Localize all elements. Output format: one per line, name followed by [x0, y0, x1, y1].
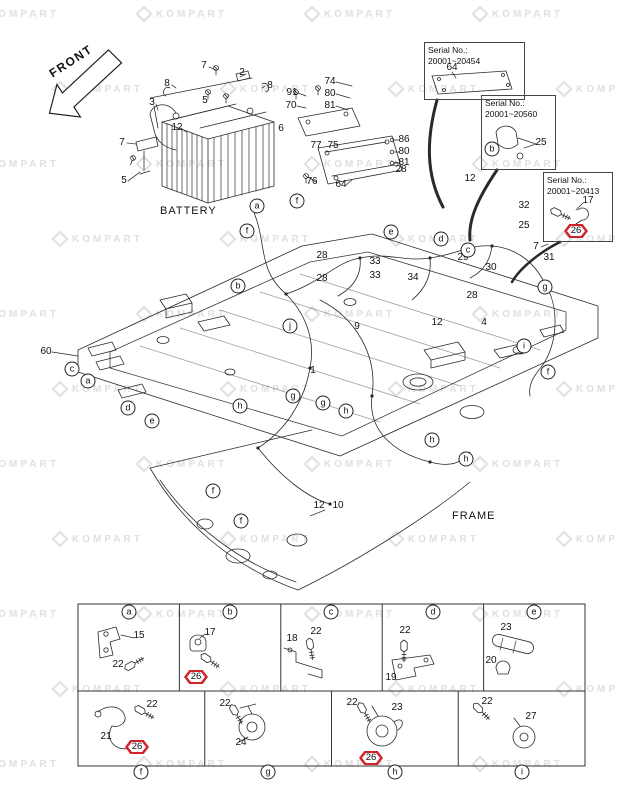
battery-label: BATTERY [160, 205, 217, 217]
battery-drawing [149, 103, 275, 204]
serial-box-2: Serial No.: 20001~20560 [481, 95, 556, 170]
relay-plate-drawing [293, 81, 403, 185]
serial-box-2-range: 20001~20560 [485, 109, 538, 120]
battery-hardware-drawing [127, 65, 270, 175]
serial-box-art [427, 70, 589, 284]
leader-lines [126, 66, 584, 517]
serial-box-1: Serial No.: 20001~20454 [424, 42, 525, 100]
serial-box-3-range: 20001~20413 [547, 186, 600, 197]
serial-box-3-title: Serial No.: [547, 175, 587, 185]
frame-label: FRAME [452, 510, 496, 522]
serial-box-2-title: Serial No.: [485, 98, 525, 108]
serial-box-1-range: 20001~20454 [428, 56, 481, 67]
parts-table-grid [77, 603, 586, 767]
serial-box-3: Serial No.: 20001~20413 [543, 172, 613, 242]
chassis-drawing [51, 233, 599, 591]
wiring-harness-drawing [251, 207, 556, 506]
serial-box-1-title: Serial No.: [428, 45, 468, 55]
parts-table-icons [94, 626, 536, 750]
